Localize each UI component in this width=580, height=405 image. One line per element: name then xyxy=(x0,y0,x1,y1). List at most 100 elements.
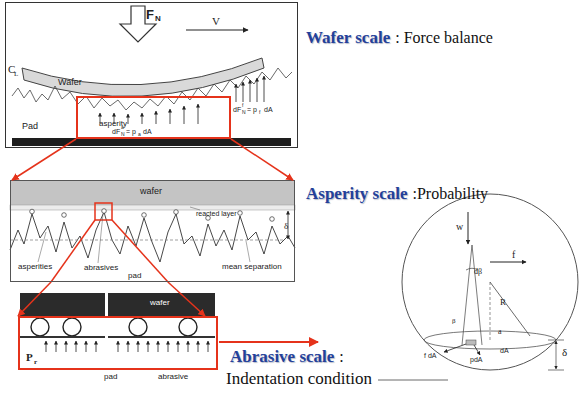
force-arrow xyxy=(120,6,156,42)
node-title: Abrasive scale xyxy=(230,347,334,366)
zoom-box xyxy=(95,203,112,220)
axis-line xyxy=(490,282,491,340)
diagram-label: dβ xyxy=(474,268,482,276)
pressure-arrows xyxy=(100,76,264,124)
diagram-label: pad xyxy=(128,272,141,280)
asperity-scale-art xyxy=(10,180,295,282)
abrasive-particle xyxy=(129,318,147,336)
pressure-arrow xyxy=(170,109,171,124)
pad-base xyxy=(12,138,291,146)
node-text: : xyxy=(339,348,343,365)
diagram-label: asperities xyxy=(18,263,52,271)
dimension-tick xyxy=(548,340,564,341)
text-line: Indentation condition xyxy=(226,370,372,387)
friction-arrow xyxy=(490,262,526,263)
pressure-arrow xyxy=(156,111,157,124)
velocity-arrow xyxy=(186,29,248,30)
diagram-label: F xyxy=(146,8,154,21)
radius-line xyxy=(490,282,530,336)
pressure-arrow xyxy=(128,114,129,124)
label-leaders xyxy=(38,207,250,263)
zoom-leader xyxy=(112,220,168,282)
pressure-arrow xyxy=(138,341,139,352)
pressure-arrow xyxy=(86,341,87,352)
diagram-label: N xyxy=(121,132,125,137)
diagram-label: dF xyxy=(233,106,241,113)
pad-surface xyxy=(20,336,105,338)
node-text: :Probability xyxy=(413,185,489,202)
pressure-arrows xyxy=(46,341,208,352)
abrasive-particle xyxy=(238,211,243,216)
diagram-label: a xyxy=(121,125,124,130)
scale-panel: Wafer scale: Force balanceasperity xyxy=(5,2,298,148)
abrasive-particles xyxy=(30,209,275,222)
text-line: Abrasive scale: xyxy=(230,348,344,365)
pressure-arrow xyxy=(198,104,199,124)
pressure-arrow xyxy=(243,82,244,102)
diagram-label: f xyxy=(242,103,243,108)
diagram-label: f xyxy=(512,250,515,260)
abrasive-particle xyxy=(142,213,147,218)
pressure-arrow xyxy=(198,341,199,352)
diagram-label: dA xyxy=(143,128,152,135)
diagram-label: R xyxy=(500,298,506,307)
reacted-layer xyxy=(10,205,295,210)
zoom-box: Abrasive scale:Indentation condition xyxy=(18,316,218,370)
text-line: Asperity scale:Probability xyxy=(306,185,488,202)
zoom-leader xyxy=(51,220,95,282)
sphere-outline xyxy=(402,194,578,370)
pressure-arrow xyxy=(184,106,185,124)
leader-line xyxy=(38,232,46,262)
text-line: Wafer scale: Force balance xyxy=(306,29,493,46)
pressure-arrow xyxy=(118,341,119,352)
diagram-label: P xyxy=(26,352,33,363)
mean-plane xyxy=(10,240,285,241)
abrasive-scale-art xyxy=(20,293,448,380)
diagram-label: L xyxy=(14,71,18,78)
diagram-label: dA xyxy=(264,106,273,113)
pressure-arrow xyxy=(188,341,189,352)
diagram-label: f dA xyxy=(424,352,436,359)
wafer-scale-art xyxy=(12,6,292,146)
diagram-label: β xyxy=(452,318,456,325)
diagram-label: δ xyxy=(284,222,288,231)
diagram-label: w xyxy=(456,222,463,232)
diagram-label: abrasive xyxy=(158,373,188,381)
pressure-arrow xyxy=(158,341,159,352)
dimension-tick xyxy=(548,370,564,371)
node-text: Indentation condition xyxy=(226,369,372,388)
construction-line xyxy=(462,245,472,345)
zoom-arrow xyxy=(18,282,51,316)
pressure-arrow xyxy=(142,113,143,124)
pressure-arrow xyxy=(76,341,77,352)
construction-line xyxy=(472,245,482,345)
abrasive-particle xyxy=(270,217,275,222)
diagram-label: dA xyxy=(500,347,509,354)
diagram-label: wafer xyxy=(140,187,162,196)
diagram-label: f xyxy=(259,110,260,115)
wafer-strip xyxy=(108,293,215,317)
pressure-arrow xyxy=(148,341,149,352)
pressure-arrow xyxy=(178,341,179,352)
pressure-arrow xyxy=(168,341,169,352)
zoom-arrow xyxy=(231,139,293,180)
diagram-label: r xyxy=(34,359,37,366)
pad-profile xyxy=(12,68,292,110)
diagram-label: V xyxy=(212,16,220,27)
wafer-shape xyxy=(22,58,264,96)
area-element xyxy=(466,340,476,345)
diagram-label: = p xyxy=(247,106,257,113)
diagram-label: N xyxy=(155,15,161,23)
wafer-band xyxy=(10,180,295,205)
indentation-sphere xyxy=(402,194,578,370)
diagram-label: mean separation xyxy=(222,263,282,271)
load-arrow xyxy=(468,212,469,244)
zoom-arrow xyxy=(168,282,205,316)
abrasive-particle xyxy=(62,213,67,218)
pad-profile xyxy=(10,212,295,262)
diagram-label: dF xyxy=(112,128,120,135)
abrasive-particle xyxy=(63,318,81,336)
leader-line xyxy=(246,241,250,262)
